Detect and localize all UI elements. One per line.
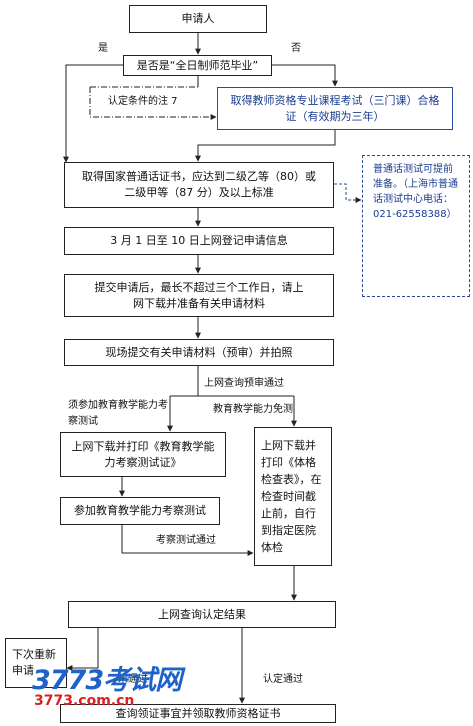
graduate-question-label: 是否是“全日制师范毕业” — [136, 58, 259, 72]
print-exam-card-label: 上网下载并打印《教育教学能力考察测试证》 — [71, 439, 215, 469]
health-check-label: 上网下载并打印《体格检查表》，在检查时间截止前，自行到指定医院体检 — [261, 439, 322, 554]
arrow-course-mandarin — [195, 130, 336, 162]
not-passed-label: 未通过 — [118, 674, 148, 685]
next-apply-box: 下次重新申请 — [5, 638, 67, 688]
applicant-box: 申请人 — [129, 5, 267, 33]
yes-label: 是 — [98, 43, 108, 54]
collect-cert-label: 查询领证事宜并领取教师资格证书 — [115, 706, 281, 720]
arrow-yes-branch — [63, 64, 123, 163]
course-exam-box: 取得教师资格专业课程考试（三门课）合格证（有效期为三年） — [217, 87, 453, 130]
side-note-text: 普通话测试可提前准备。（上海市普通话测试中心电话：021-62558388） — [373, 164, 458, 220]
arrow-condition-dashdot — [89, 87, 217, 120]
online-register-label: 3 月 1 日至 10 日上网登记申请信息 — [110, 234, 288, 247]
download-materials-box: 提交申请后，最长不超过三个工作日，请上网下载并准备有关申请材料 — [64, 274, 334, 317]
exam-passed-label: 考察测试通过 — [156, 535, 216, 546]
course-exam-label: 取得教师资格专业课程考试（三门课）合格证（有效期为三年） — [230, 93, 440, 123]
arrow-no-branch — [272, 64, 338, 87]
applicant-label: 申请人 — [181, 12, 215, 25]
online-register-box: 3 月 1 日至 10 日上网登记申请信息 — [64, 227, 334, 255]
onsite-submit-box: 现场提交有关申请材料（预审）并拍照 — [64, 339, 334, 366]
arrow-exam-passed — [121, 525, 254, 556]
query-result-box: 上网查询认定结果 — [68, 601, 336, 628]
query-result-label: 上网查询认定结果 — [158, 607, 246, 621]
graduate-question-box: 是否是“全日制师范毕业” — [123, 55, 272, 76]
arrow-not-passed — [66, 628, 99, 671]
collect-cert-box: 查询领证事宜并领取教师资格证书 — [60, 704, 336, 723]
mandarin-label: 取得国家普通话证书，应达到二级乙等（80）或二级甲等（87 分）及以上标准 — [82, 170, 316, 199]
mandarin-box: 取得国家普通话证书，应达到二级乙等（80）或二级甲等（87 分）及以上标准 — [64, 162, 334, 208]
onsite-submit-label: 现场提交有关申请材料（预审）并拍照 — [105, 345, 293, 359]
take-exam-label: 参加教育教学能力考察测试 — [74, 504, 206, 517]
print-exam-card-box: 上网下载并打印《教育教学能力考察测试证》 — [60, 432, 226, 477]
exam-exempt-label: 教育教学能力免测 — [213, 404, 293, 415]
next-apply-label: 下次重新申请 — [12, 648, 56, 677]
certificate-condition-label: 认定条件的注 7 — [108, 96, 178, 107]
health-check-box: 上网下载并打印《体格检查表》，在检查时间截止前，自行到指定医院体检 — [254, 427, 332, 566]
approved-label: 认定通过 — [263, 674, 303, 685]
must-take-exam-label: 须参加教育教学能力考察测试 — [68, 400, 168, 427]
no-label: 否 — [291, 43, 301, 54]
mandarin-side-note: 普通话测试可提前准备。（上海市普通话测试中心电话：021-62558388） — [362, 155, 470, 297]
download-materials-label: 提交申请后，最长不超过三个工作日，请上网下载并准备有关申请材料 — [94, 280, 304, 310]
arrow-side-note — [334, 183, 362, 203]
take-exam-box: 参加教育教学能力考察测试 — [60, 497, 220, 525]
prereview-passed-label: 上网查询预审通过 — [204, 378, 284, 389]
